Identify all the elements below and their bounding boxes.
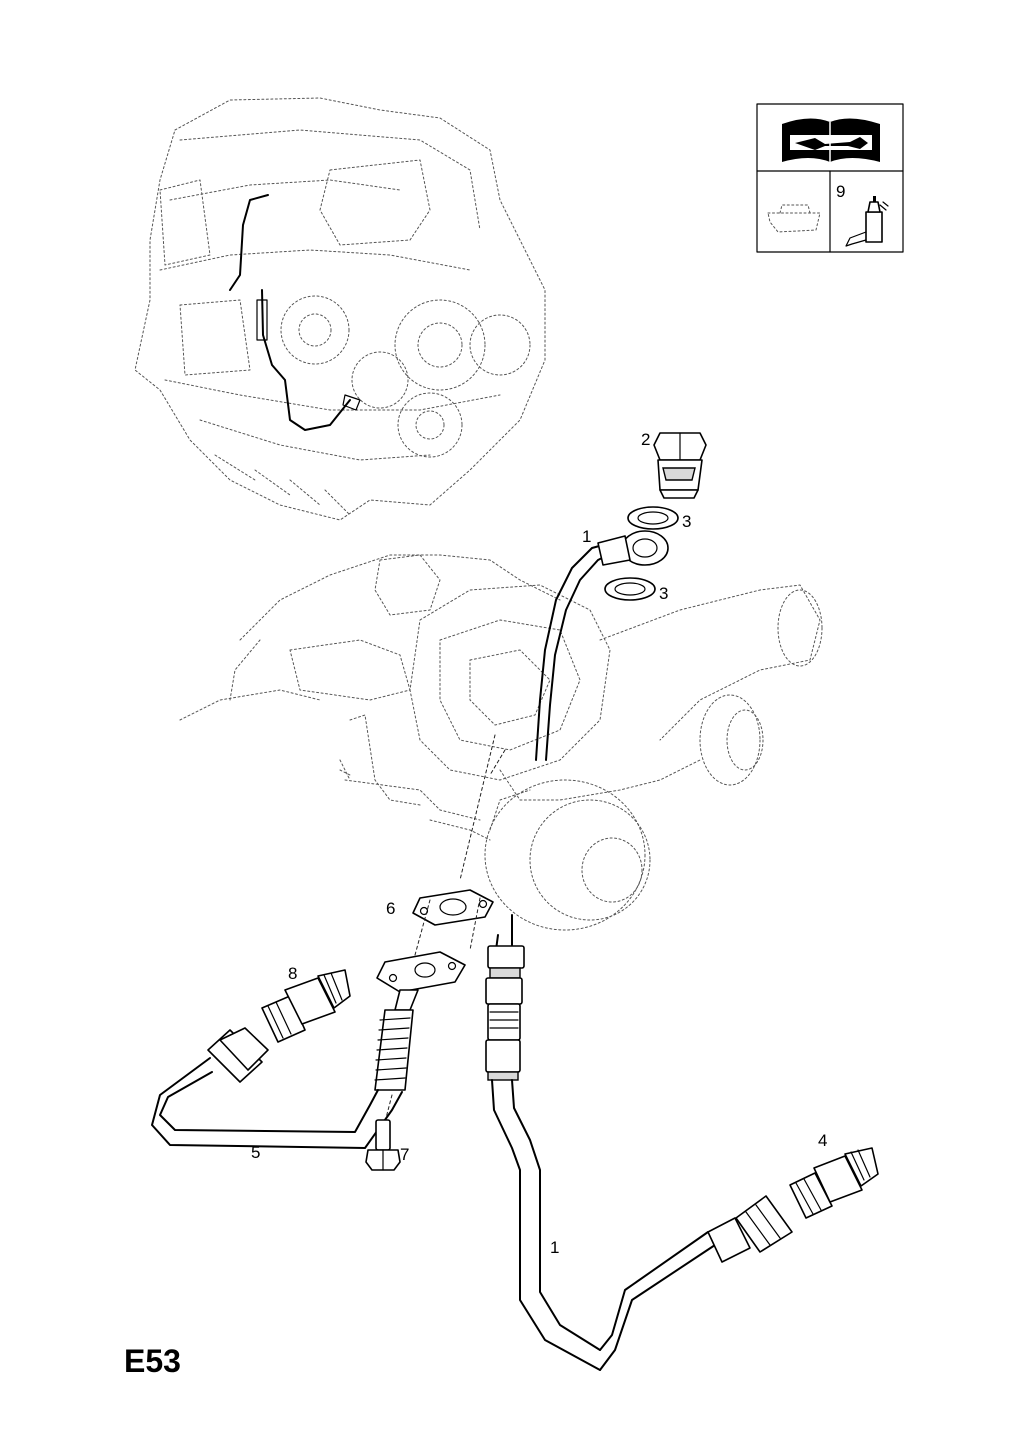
union-adapter-right bbox=[789, 1147, 879, 1219]
callout-banjo-bolt: 2 bbox=[641, 430, 650, 449]
gasket bbox=[412, 889, 494, 926]
callout-union-adapter: 8 bbox=[288, 964, 297, 983]
oil-feed-pipe-lower bbox=[485, 914, 793, 1371]
engine-overview-illustration bbox=[134, 97, 546, 521]
sealing-ring-upper bbox=[627, 506, 679, 530]
legend-box: 9 bbox=[756, 103, 904, 253]
manual-wrench-icon bbox=[782, 118, 880, 162]
callout-sealing-ring-upper: 3 bbox=[682, 512, 691, 531]
sealant-bottle-icon bbox=[845, 196, 889, 247]
union-adapter bbox=[261, 969, 351, 1043]
banjo-bolt bbox=[653, 432, 707, 499]
oil-feed-pipe-upper bbox=[535, 530, 669, 761]
callout-labels: 2 3 3 1 1 4 5 6 7 8 bbox=[251, 430, 827, 1257]
bolt bbox=[365, 1119, 401, 1171]
callout-bolt: 7 bbox=[400, 1145, 409, 1164]
callout-gasket: 6 bbox=[386, 899, 395, 918]
oil-pan-icon bbox=[767, 204, 821, 233]
turbocharger-illustration bbox=[179, 554, 823, 931]
sheet-code: E53 bbox=[124, 1343, 181, 1379]
oil-return-pipe bbox=[151, 951, 466, 1149]
callout-union-adapter-right: 4 bbox=[818, 1131, 827, 1150]
callout-oil-return-pipe: 5 bbox=[251, 1143, 260, 1162]
callout-sealing-ring-lower: 3 bbox=[659, 584, 668, 603]
legend-item-number: 9 bbox=[836, 182, 845, 201]
sealing-ring-lower bbox=[604, 577, 656, 601]
callout-oil-feed-pipe-upper: 1 bbox=[582, 527, 591, 546]
callout-oil-feed-pipe-lower: 1 bbox=[550, 1238, 559, 1257]
